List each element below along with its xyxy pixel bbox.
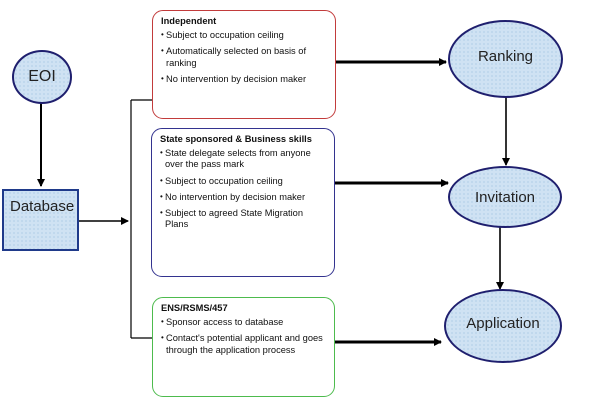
- state-sponsored-title: State sponsored & Business skills: [160, 134, 312, 144]
- ens-rsms-457-box: ENS/RSMS/457 Sponsor access to database …: [152, 297, 335, 397]
- database-node: Database: [2, 189, 79, 251]
- invitation-node: Invitation: [448, 166, 562, 228]
- eoi-label: EOI: [28, 68, 56, 85]
- independent-item: No intervention by decision maker: [161, 73, 327, 85]
- state-sponsored-item: Subject to occupation ceiling: [160, 175, 326, 187]
- application-node: Application: [444, 289, 562, 363]
- independent-item: Automatically selected on basis of ranki…: [161, 45, 327, 68]
- ens-rsms-457-item: Contact's potential applicant and goes t…: [161, 332, 326, 355]
- state-sponsored-item: State delegate selects from anyone over …: [160, 147, 326, 170]
- state-sponsored-box: State sponsored & Business skills State …: [151, 128, 335, 277]
- eoi-node: EOI: [12, 50, 72, 104]
- independent-title: Independent: [161, 16, 217, 26]
- invitation-label: Invitation: [474, 188, 536, 206]
- application-label: Application: [466, 315, 540, 332]
- independent-box: Independent Subject to occupation ceilin…: [152, 10, 336, 119]
- database-label: Database: [10, 198, 75, 215]
- independent-item: Subject to occupation ceiling: [161, 29, 327, 41]
- ranking-label: Ranking: [477, 48, 534, 65]
- ens-rsms-457-item: Sponsor access to database: [161, 316, 326, 328]
- state-sponsored-item: No intervention by decision maker: [160, 191, 326, 203]
- ranking-node: Ranking: [448, 20, 563, 98]
- ens-rsms-457-title: ENS/RSMS/457: [161, 303, 228, 313]
- state-sponsored-item: Subject to agreed State Migration Plans: [160, 207, 326, 230]
